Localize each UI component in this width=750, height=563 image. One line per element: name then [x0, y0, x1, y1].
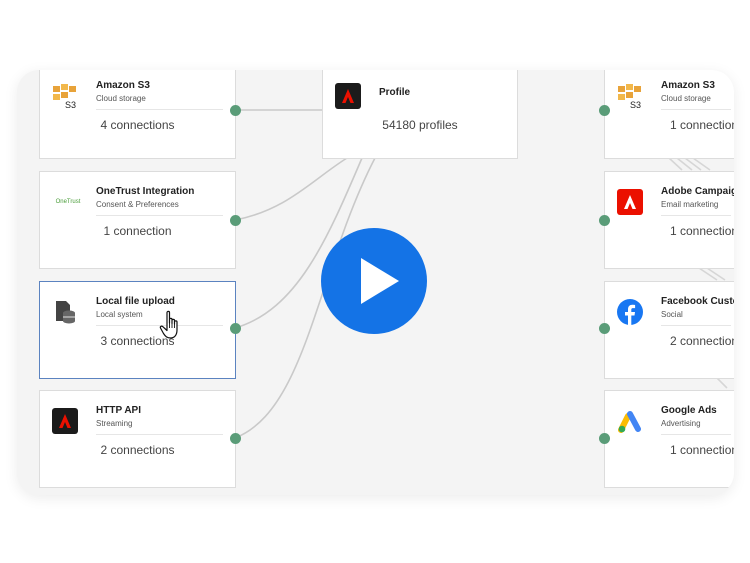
destination-connections: 1 connection [670, 118, 734, 132]
destination-card-adobe-campaign[interactable]: Adobe Campaign Email marketing 1 connect… [604, 171, 734, 269]
link-decor-2 [676, 157, 693, 171]
connector-handle[interactable] [599, 105, 610, 116]
adobe-icon [51, 407, 79, 435]
connector-handle[interactable] [230, 323, 241, 334]
divider [96, 325, 223, 326]
source-title: HTTP API [96, 405, 142, 416]
destination-subtitle: Email marketing [661, 200, 719, 209]
destination-connections: 1 connection [670, 224, 734, 238]
source-subtitle: Consent & Preferences [96, 200, 179, 209]
source-subtitle: Cloud storage [96, 94, 146, 103]
connector-handle[interactable] [230, 105, 241, 116]
source-subtitle: Streaming [96, 419, 133, 428]
divider [661, 215, 731, 216]
source-connections: 1 connection [103, 224, 172, 238]
adobe-icon [334, 82, 362, 110]
destination-title: Amazon S3 [661, 80, 715, 91]
source-card-http-api[interactable]: HTTP API Streaming 2 connections [39, 390, 236, 488]
source-title: OneTrust Integration [96, 186, 195, 197]
link-decor-5 [698, 267, 718, 281]
connector-handle[interactable] [230, 433, 241, 444]
link-http-profile [234, 157, 376, 439]
source-connections: 3 connections [100, 334, 175, 348]
link-decor-1 [668, 157, 683, 171]
divider [96, 434, 223, 435]
connector-handle[interactable] [230, 215, 241, 226]
source-connections: 4 connections [100, 118, 175, 132]
hand-pointer-icon [159, 310, 185, 345]
file-upload-icon [51, 298, 79, 326]
svg-text:S3: S3 [65, 100, 76, 110]
onetrust-logo: OneTrust [55, 199, 81, 205]
destination-card-google-ads[interactable]: Google Ads Advertising 1 connection [604, 390, 734, 488]
adobe-campaign-icon [616, 188, 644, 216]
google-ads-icon [616, 407, 644, 435]
connector-handle[interactable] [599, 215, 610, 226]
destination-title: Google Ads [661, 405, 717, 416]
source-title: Local file upload [96, 296, 175, 307]
profile-card[interactable]: Profile 54180 profiles [322, 70, 518, 159]
destination-connections: 2 connection [670, 334, 734, 348]
profile-count: 54180 profiles [382, 118, 458, 132]
link-localfile-profile [234, 157, 363, 329]
svg-text:S3: S3 [630, 100, 641, 110]
connector-handle[interactable] [599, 323, 610, 334]
destination-subtitle: Cloud storage [661, 94, 711, 103]
facebook-icon [616, 298, 644, 326]
play-video-button[interactable] [321, 228, 427, 334]
amazon-s3-icon: S3 [51, 82, 79, 110]
divider [96, 215, 223, 216]
destination-title: Adobe Campaign [661, 186, 734, 197]
link-onetrust-profile [234, 157, 348, 221]
amazon-s3-icon: S3 [616, 82, 644, 110]
journey-canvas: S3 Amazon S3 Cloud storage 4 connections… [17, 70, 734, 495]
profile-title: Profile [379, 87, 411, 98]
source-card-local-file-upload[interactable]: Local file upload Local system 3 connect… [39, 281, 236, 379]
destination-connections: 1 connection [670, 443, 734, 457]
destination-card-amazon-s3[interactable]: S3 Amazon S3 Cloud storage 1 connection [604, 70, 734, 159]
source-title: Amazon S3 [96, 80, 150, 91]
link-decor-6 [706, 267, 726, 281]
divider [661, 109, 731, 110]
link-decor-4 [692, 157, 711, 171]
source-connections: 2 connections [100, 443, 175, 457]
divider [96, 109, 223, 110]
source-subtitle: Local system [96, 310, 143, 319]
divider [661, 434, 731, 435]
link-decor-3 [684, 157, 702, 171]
source-card-onetrust[interactable]: OneTrust OneTrust Integration Consent & … [39, 171, 236, 269]
destination-subtitle: Advertising [661, 419, 701, 428]
play-icon [361, 258, 399, 304]
destination-card-facebook-custom[interactable]: Facebook Custom Social 2 connection [604, 281, 734, 379]
destination-title: Facebook Custom [661, 296, 734, 307]
source-card-amazon-s3[interactable]: S3 Amazon S3 Cloud storage 4 connections [39, 70, 236, 159]
connector-handle[interactable] [599, 433, 610, 444]
destination-subtitle: Social [661, 310, 683, 319]
divider [661, 325, 731, 326]
